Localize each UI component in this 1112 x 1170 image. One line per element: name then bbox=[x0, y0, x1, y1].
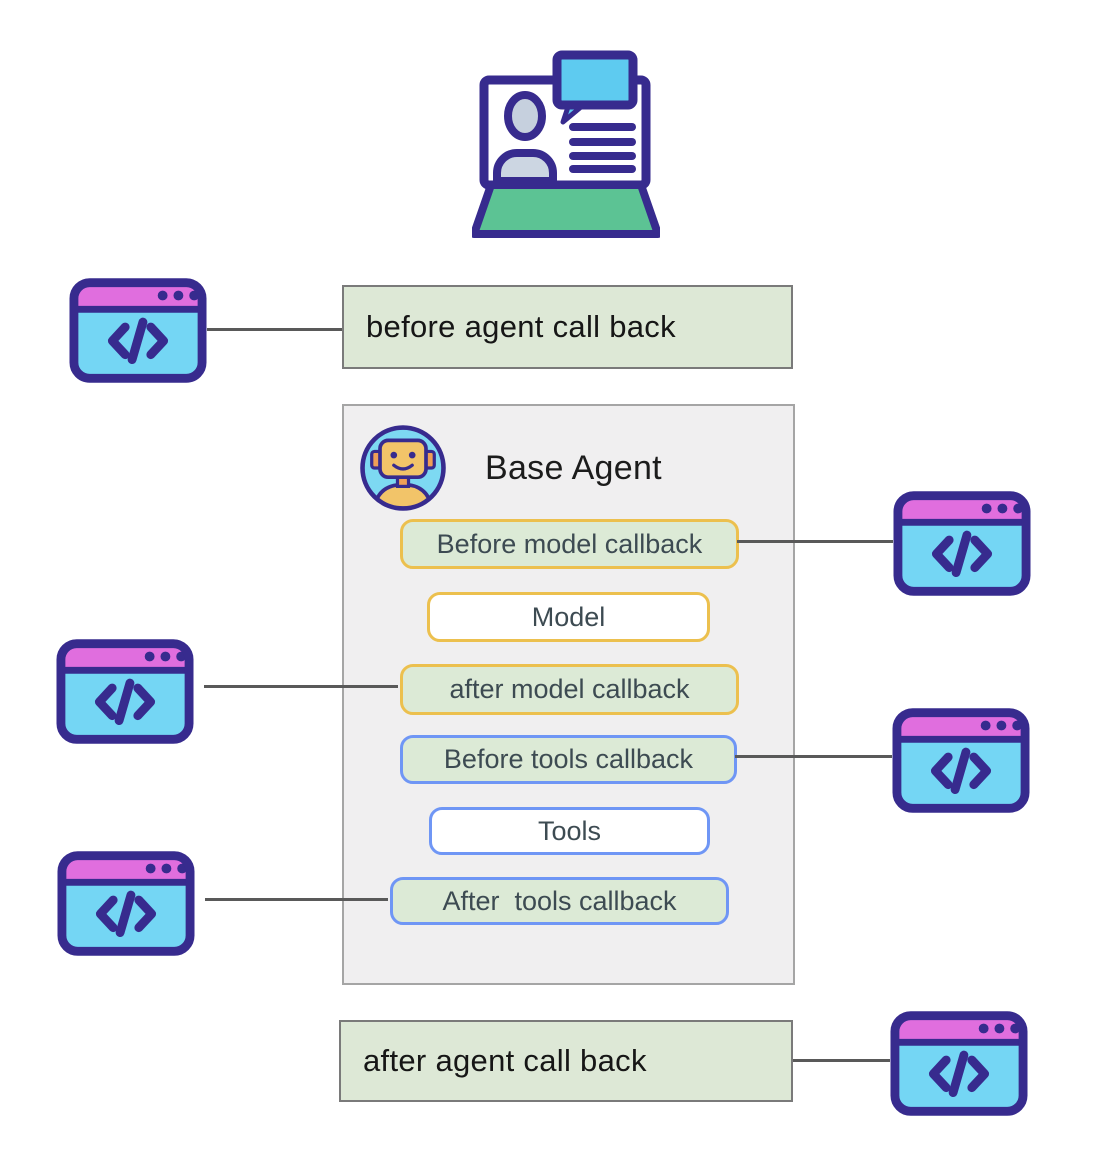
node-before-tools-callback: Before tools callback bbox=[400, 735, 737, 784]
base-agent-panel: Base Agent Before model callback Model a… bbox=[342, 404, 795, 985]
code-window-icon bbox=[69, 277, 207, 384]
code-window-icon bbox=[893, 490, 1031, 597]
code-window-icon bbox=[892, 707, 1030, 814]
node-tools: Tools bbox=[429, 807, 710, 855]
connector-line bbox=[204, 685, 398, 688]
code-window-icon bbox=[56, 638, 194, 745]
code-window-icon bbox=[890, 1010, 1028, 1117]
node-after-tools-callback: After tools callback bbox=[390, 877, 729, 925]
node-model: Model bbox=[427, 592, 710, 642]
before-agent-callback-box: before agent call back bbox=[342, 285, 793, 369]
connector-line bbox=[207, 328, 342, 331]
video-call-laptop-icon bbox=[472, 50, 660, 240]
node-after-model-callback: after model callback bbox=[400, 664, 739, 715]
code-window-icon bbox=[57, 850, 195, 957]
connector-line bbox=[205, 898, 388, 901]
after-agent-callback-box: after agent call back bbox=[339, 1020, 793, 1102]
robot-avatar-icon bbox=[357, 422, 449, 514]
connector-line bbox=[793, 1059, 890, 1062]
connector-line bbox=[737, 540, 893, 543]
base-agent-title: Base Agent bbox=[485, 448, 662, 487]
connector-line bbox=[735, 755, 892, 758]
node-before-model-callback: Before model callback bbox=[400, 519, 739, 569]
base-agent-header: Base Agent bbox=[357, 422, 662, 514]
